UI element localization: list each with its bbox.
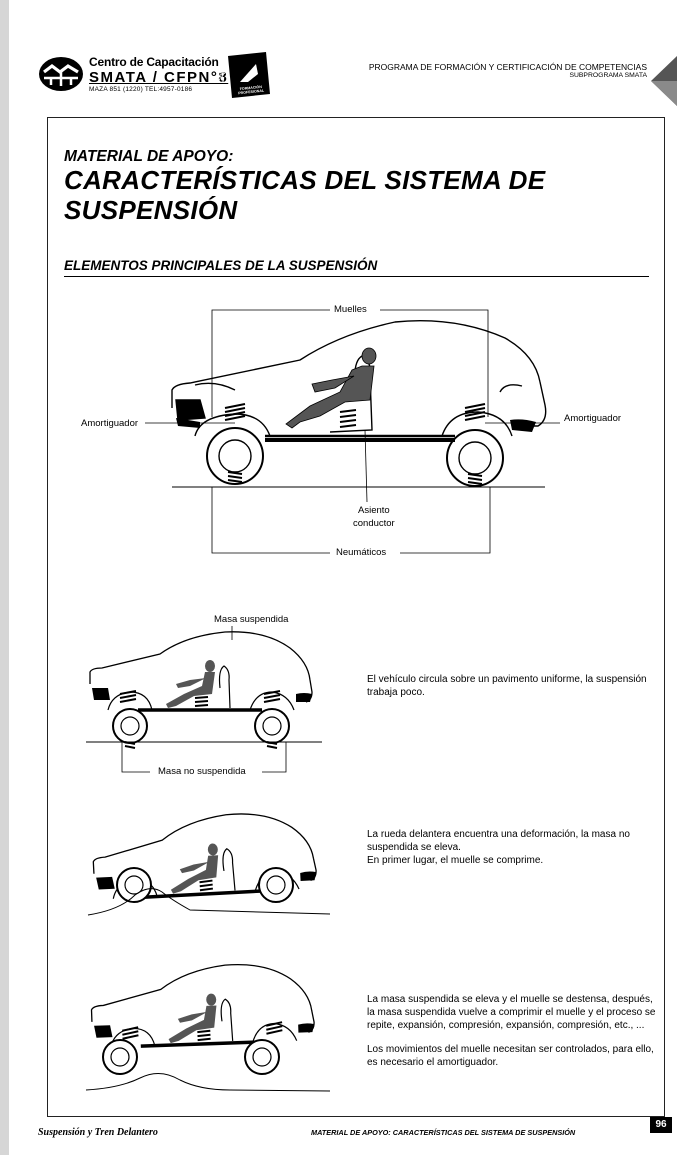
rear-spring	[464, 403, 486, 421]
footer-left: Suspensión y Tren Delantero	[38, 1127, 158, 1138]
footer-right: MATERIAL DE APOYO: CARACTERÍSTICAS DEL S…	[311, 1128, 576, 1137]
cfp-badge-icon	[228, 52, 270, 98]
label-asiento-2: conductor	[353, 518, 395, 529]
program-block: PROGRAMA DE FORMACIÓN Y CERTIFICACIÓN DE…	[369, 62, 647, 79]
page-title: CARACTERÍSTICAS DEL SISTEMA DE SUSPENSIÓ…	[64, 165, 545, 225]
asiento-line	[364, 429, 368, 503]
kicker: MATERIAL DE APOYO:	[64, 148, 234, 165]
label-muelles: Muelles	[331, 304, 370, 315]
subprogram-title: SUBPROGRAMA SMATA	[569, 72, 647, 79]
content-frame	[47, 117, 665, 1117]
corner-mark-icon	[651, 56, 677, 106]
step2-text: La rueda delantera encuentra una deforma…	[367, 828, 652, 868]
label-amortiguador-left: Amortiguador	[78, 418, 142, 429]
page-margin-bar	[0, 0, 9, 1155]
step3-text-para2: Los movimientos del muelle necesitan ser…	[367, 1043, 654, 1068]
page-title-line2: SUSPENSIÓN	[64, 195, 238, 225]
step3-text: La masa suspendida se eleva y el muelle …	[367, 993, 659, 1069]
seat-spring	[339, 409, 357, 428]
step1-text: El vehículo circula sobre un pavimento u…	[367, 674, 647, 699]
org-address: MAZA 851 (1220) TEL:4957-0186	[89, 86, 193, 93]
label-masa-suspendida: Masa suspendida	[211, 614, 292, 625]
cfp-badge: CFPN°8 FORMACIÓN PROFESIONAL	[218, 52, 270, 98]
muelles-bracket	[211, 309, 489, 417]
page-title-line1: CARACTERÍSTICAS DEL SISTEMA DE	[64, 165, 546, 195]
org-name: Centro de Capacitación	[89, 55, 219, 69]
label-asiento: Asiento conductor	[350, 504, 398, 530]
step2-ground	[87, 888, 331, 916]
front-wheel	[206, 427, 264, 485]
label-amortiguador-right: Amortiguador	[561, 413, 625, 424]
org-code: SMATA / CFPN°8	[89, 69, 229, 86]
section-rule	[64, 276, 649, 277]
neumaticos-bracket	[211, 487, 491, 554]
car-body	[171, 320, 547, 427]
rear-wheel	[446, 429, 504, 487]
step3-text-para1: La masa suspendida se eleva y el muelle …	[367, 994, 656, 1032]
step3-ground	[85, 1073, 331, 1092]
label-asiento-1: Asiento	[358, 505, 390, 516]
step1-car	[88, 630, 314, 749]
label-masa-no-suspendida: Masa no suspendida	[155, 766, 249, 777]
step3-car	[88, 960, 317, 1050]
label-neumaticos: Neumáticos	[333, 547, 390, 558]
org-block: Centro de Capacitación SMATA / CFPN°8 MA…	[89, 55, 228, 93]
step2-text-line2: En primer lugar, el muelle se comprime.	[367, 855, 544, 867]
smata-logo-icon	[39, 57, 83, 91]
page-number: 96	[650, 1117, 672, 1133]
para-gap	[367, 1033, 659, 1043]
front-spring	[224, 403, 246, 421]
step1-bottom-bracket	[121, 742, 287, 773]
program-title: PROGRAMA DE FORMACIÓN Y CERTIFICACIÓN DE…	[368, 62, 647, 72]
step2-text-line1: La rueda delantera encuentra una deforma…	[367, 829, 630, 854]
driver	[285, 347, 377, 429]
section-title: ELEMENTOS PRINCIPALES DE LA SUSPENSIÓN	[64, 258, 378, 273]
